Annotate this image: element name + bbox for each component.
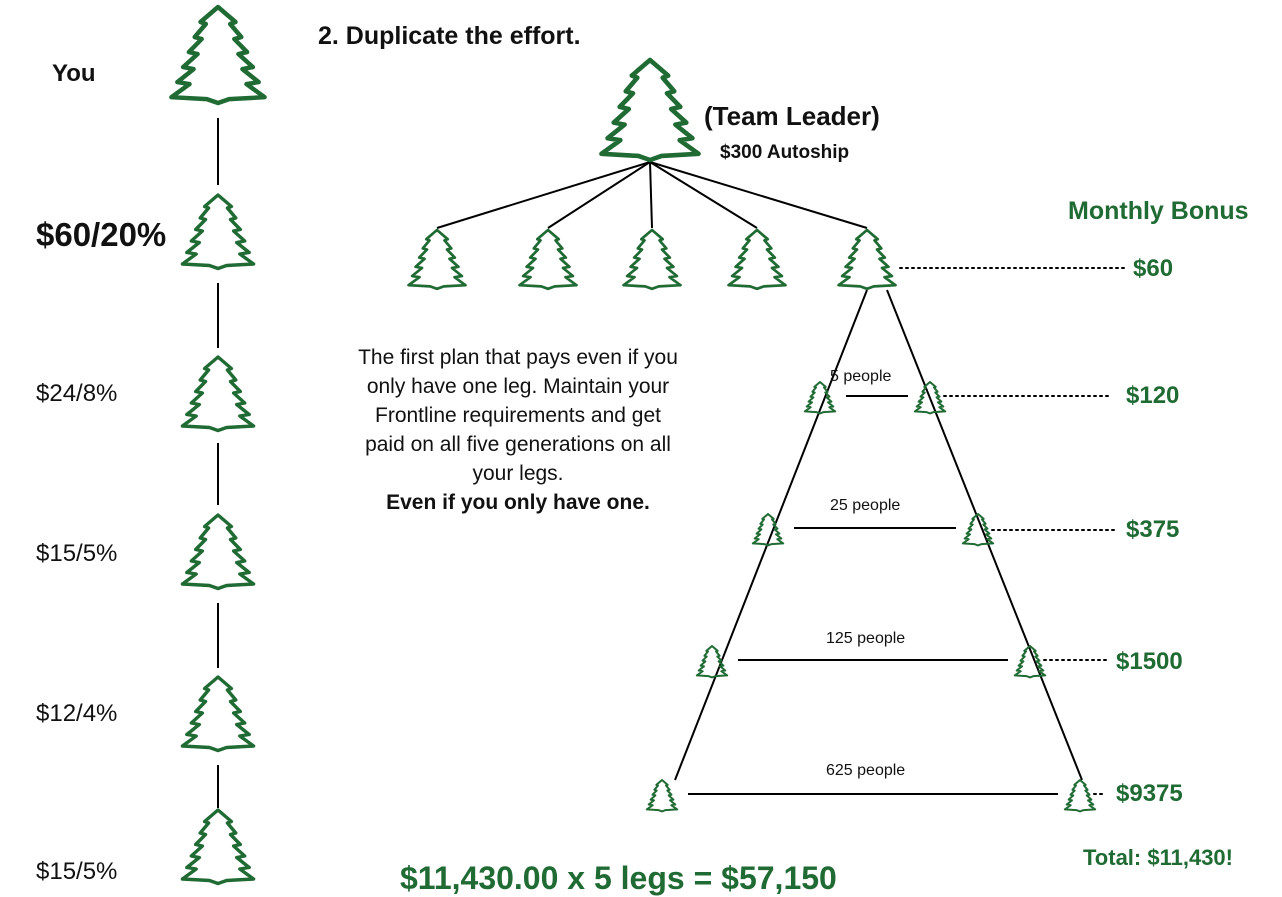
frontline-connector-line-2: [547, 161, 651, 229]
frontline-tree-icon-4: [727, 228, 787, 291]
generation-1-left-tree-icon: [803, 381, 837, 415]
bonus-amount-1: $60: [1133, 255, 1174, 282]
frontline-tree-icon-2: [518, 228, 578, 291]
plan-description: The first plan that pays even if you onl…: [316, 343, 720, 517]
generation-4-label: 625 people: [826, 762, 906, 779]
generation-3-label: 125 people: [826, 630, 906, 647]
bonus-total: Total: $11,430!: [1083, 845, 1233, 870]
frontline-tree-icon-3: [622, 228, 682, 291]
you-tree-icon: [169, 4, 267, 106]
earnings-summary: $11,430.00 x 5 legs = $57,150: [400, 860, 837, 896]
pyramid-left-edge-line: [674, 289, 868, 781]
generation-4-left-tree-icon: [645, 779, 679, 813]
generation-3-right-tree-icon: [1013, 645, 1047, 679]
description-line: only have one leg. Maintain your: [366, 375, 670, 398]
bonus-amount-2: $120: [1126, 382, 1180, 409]
level-5-tree-icon: [180, 808, 256, 886]
frontline-connector-line-1: [436, 161, 651, 229]
generation-2-left-tree-icon: [751, 513, 785, 547]
description-line: your legs.: [472, 462, 564, 485]
description-line: paid on all five generations on all: [365, 433, 671, 456]
level-5-label: $15/5%: [36, 858, 118, 885]
description-line: Frontline requirements and get: [375, 404, 661, 427]
bonus-amount-3: $375: [1126, 516, 1180, 543]
you-label: You: [52, 60, 96, 87]
monthly-bonus-header: Monthly Bonus: [1068, 197, 1249, 225]
pyramid-right-edge-line: [886, 289, 1083, 781]
frontline-tree-icon-1: [407, 228, 467, 291]
description-line: The first plan that pays even if you: [358, 346, 678, 369]
bonus-amount-5: $9375: [1116, 780, 1183, 807]
description-emphasis: Even if you only have one.: [386, 491, 650, 514]
generation-1-label: 5 people: [830, 368, 892, 385]
step-heading: 2. Duplicate the effort.: [318, 22, 581, 50]
frontline-connector-line-4: [649, 161, 758, 229]
generation-2-right-tree-icon: [961, 513, 995, 547]
generation-4-right-tree-icon: [1063, 779, 1097, 813]
generation-1-right-tree-icon: [913, 381, 947, 415]
level-3-tree-icon: [180, 513, 256, 591]
generation-3-left-tree-icon: [695, 645, 729, 679]
level-4-tree-icon: [180, 675, 256, 753]
level-2-tree-icon: [180, 355, 256, 433]
team-leader-tree-icon: [599, 57, 701, 163]
frontline-connector-line-5: [649, 161, 868, 229]
level-2-label: $24/8%: [36, 380, 118, 407]
bonus-amount-4: $1500: [1116, 648, 1183, 675]
frontline-tree-icon-5: [837, 228, 897, 291]
level-1-tree-icon: [180, 193, 256, 271]
generation-2-label: 25 people: [830, 497, 901, 514]
level-1-label: $60/20%: [36, 216, 167, 253]
frontline-connector-line-3: [649, 161, 653, 229]
team-leader-title: (Team Leader): [704, 101, 880, 131]
level-4-label: $12/4%: [36, 700, 118, 727]
level-3-label: $15/5%: [36, 540, 118, 567]
team-leader-autoship: $300 Autoship: [720, 142, 850, 163]
